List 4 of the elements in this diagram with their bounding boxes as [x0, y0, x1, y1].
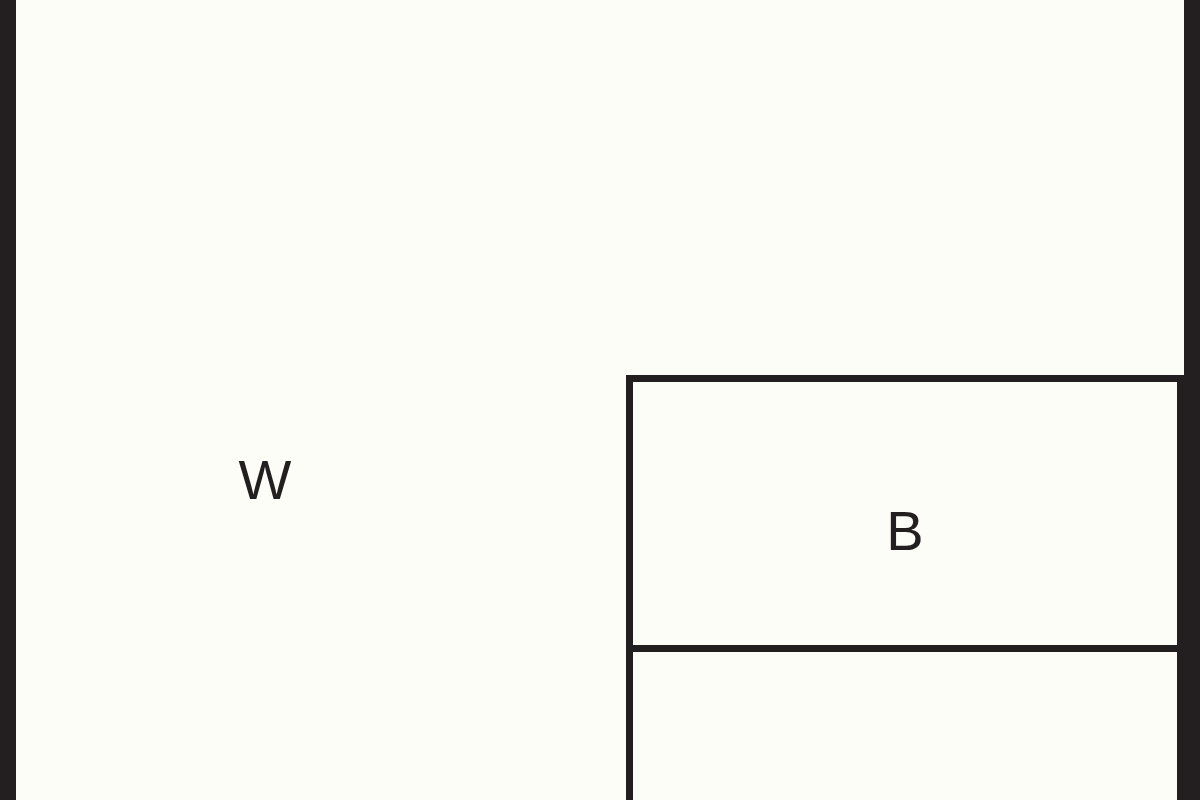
- room-outline: [626, 375, 1184, 652]
- room-outline: [626, 652, 1184, 800]
- room-label: B: [886, 503, 924, 559]
- room-label: W: [238, 452, 292, 508]
